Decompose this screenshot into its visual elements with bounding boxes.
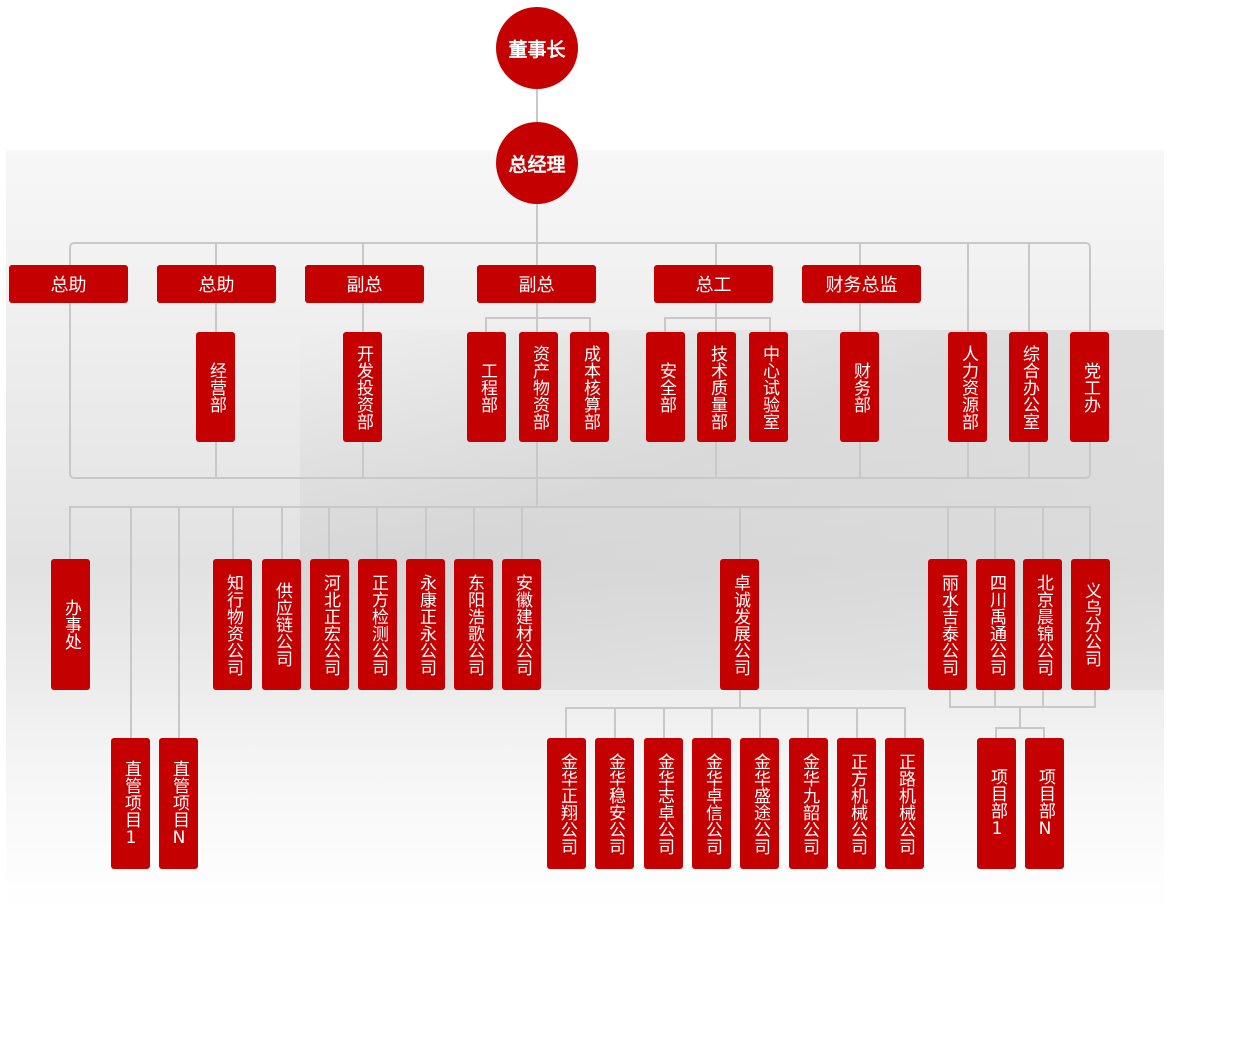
node-company: 卓诚发展公司 [720,559,759,690]
node-label: 东阳浩歌公司 [464,573,484,676]
node-subsidiary: 金华卓信公司 [692,738,731,869]
node-chief-engineer: 总工 [654,265,773,303]
node-assistant-gm-1: 总助 [9,265,128,303]
node-company: 河北正宏公司 [310,559,349,690]
node-label: 成本核算部 [580,344,600,430]
node-label: 北京晨锦公司 [1033,573,1053,676]
node-dept: 安全部 [646,332,685,442]
node-finance-director: 财务总监 [802,265,921,303]
node-company: 北京晨锦公司 [1023,559,1062,690]
node-label: 中心试验室 [759,344,779,430]
node-label: 综合办公室 [1019,344,1039,430]
node-label: 财务部 [850,361,870,413]
node-company: 安徽建材公司 [502,559,541,690]
node-label: 金华正翔公司 [557,752,577,855]
node-dept: 财务部 [840,332,879,442]
node-label: 直管项目N [169,759,189,848]
node-dept: 中心试验室 [749,332,788,442]
node-deputy-gm-2: 副总 [477,265,596,303]
node-label: 安徽建材公司 [512,573,532,676]
node-label: 经营部 [206,361,226,413]
node-company: 供应链公司 [262,559,301,690]
node-project-dept: 项目部N [1025,738,1064,869]
node-company: 办事处 [51,559,90,690]
node-subsidiary: 金华稳安公司 [595,738,634,869]
node-dept: 资产物资部 [519,332,558,442]
node-dept: 人力资源部 [948,332,987,442]
node-company: 四川禹通公司 [976,559,1015,690]
node-label: 正方检测公司 [368,573,388,676]
node-deputy-gm-1: 副总 [305,265,424,303]
node-assistant-gm-2: 总助 [157,265,276,303]
node-label: 四川禹通公司 [986,573,1006,676]
node-label: 丽水吉泰公司 [938,573,958,676]
node-label: 安全部 [656,361,676,413]
node-subsidiary: 金华正翔公司 [547,738,586,869]
node-label: 党工办 [1080,361,1100,413]
node-label: 金华卓信公司 [702,752,722,855]
node-label: 金华稳安公司 [605,752,625,855]
node-label: 项目部N [1035,768,1055,839]
node-company: 知行物资公司 [213,559,252,690]
node-dept: 开发投资部 [343,332,382,442]
node-general-manager: 总经理 [496,122,578,204]
node-dept: 综合办公室 [1009,332,1048,442]
node-label: 金华九韶公司 [799,752,819,855]
node-subsidiary: 金华九韶公司 [789,738,828,869]
node-chairman: 董事长 [496,7,578,89]
node-label: 资产物资部 [529,344,549,430]
node-company: 东阳浩歌公司 [454,559,493,690]
node-label: 正方机械公司 [847,752,867,855]
node-company: 永康正永公司 [406,559,445,690]
node-subsidiary: 金华盛途公司 [740,738,779,869]
node-label: 金华盛途公司 [750,752,770,855]
node-label: 直管项目1 [121,759,141,848]
node-label: 金华志卓公司 [654,752,674,855]
node-subsidiary: 正方机械公司 [837,738,876,869]
node-label: 知行物资公司 [223,573,243,676]
node-dept: 经营部 [196,332,235,442]
node-direct-project: 直管项目1 [111,738,150,869]
node-dept: 技术质量部 [697,332,736,442]
node-label: 工程部 [477,361,497,413]
node-label: 办事处 [61,599,81,650]
node-label: 人力资源部 [958,344,978,430]
node-dept: 党工办 [1070,332,1109,442]
node-label: 开发投资部 [353,344,373,430]
node-label: 义乌分公司 [1081,582,1101,667]
node-label: 技术质量部 [707,344,727,430]
node-dept: 成本核算部 [570,332,609,442]
node-label: 永康正永公司 [416,573,436,676]
node-label: 河北正宏公司 [320,573,340,676]
node-dept: 工程部 [467,332,506,442]
node-subsidiary: 金华志卓公司 [644,738,683,869]
node-label: 供应链公司 [272,582,292,667]
node-project-dept: 项目部1 [977,738,1016,869]
node-label: 卓诚发展公司 [730,573,750,676]
node-company: 丽水吉泰公司 [928,559,967,690]
node-company: 义乌分公司 [1071,559,1110,690]
node-direct-project: 直管项目N [159,738,198,869]
node-label: 正路机械公司 [895,752,915,855]
node-label: 项目部1 [987,768,1007,839]
node-company: 正方检测公司 [358,559,397,690]
node-subsidiary: 正路机械公司 [885,738,924,869]
